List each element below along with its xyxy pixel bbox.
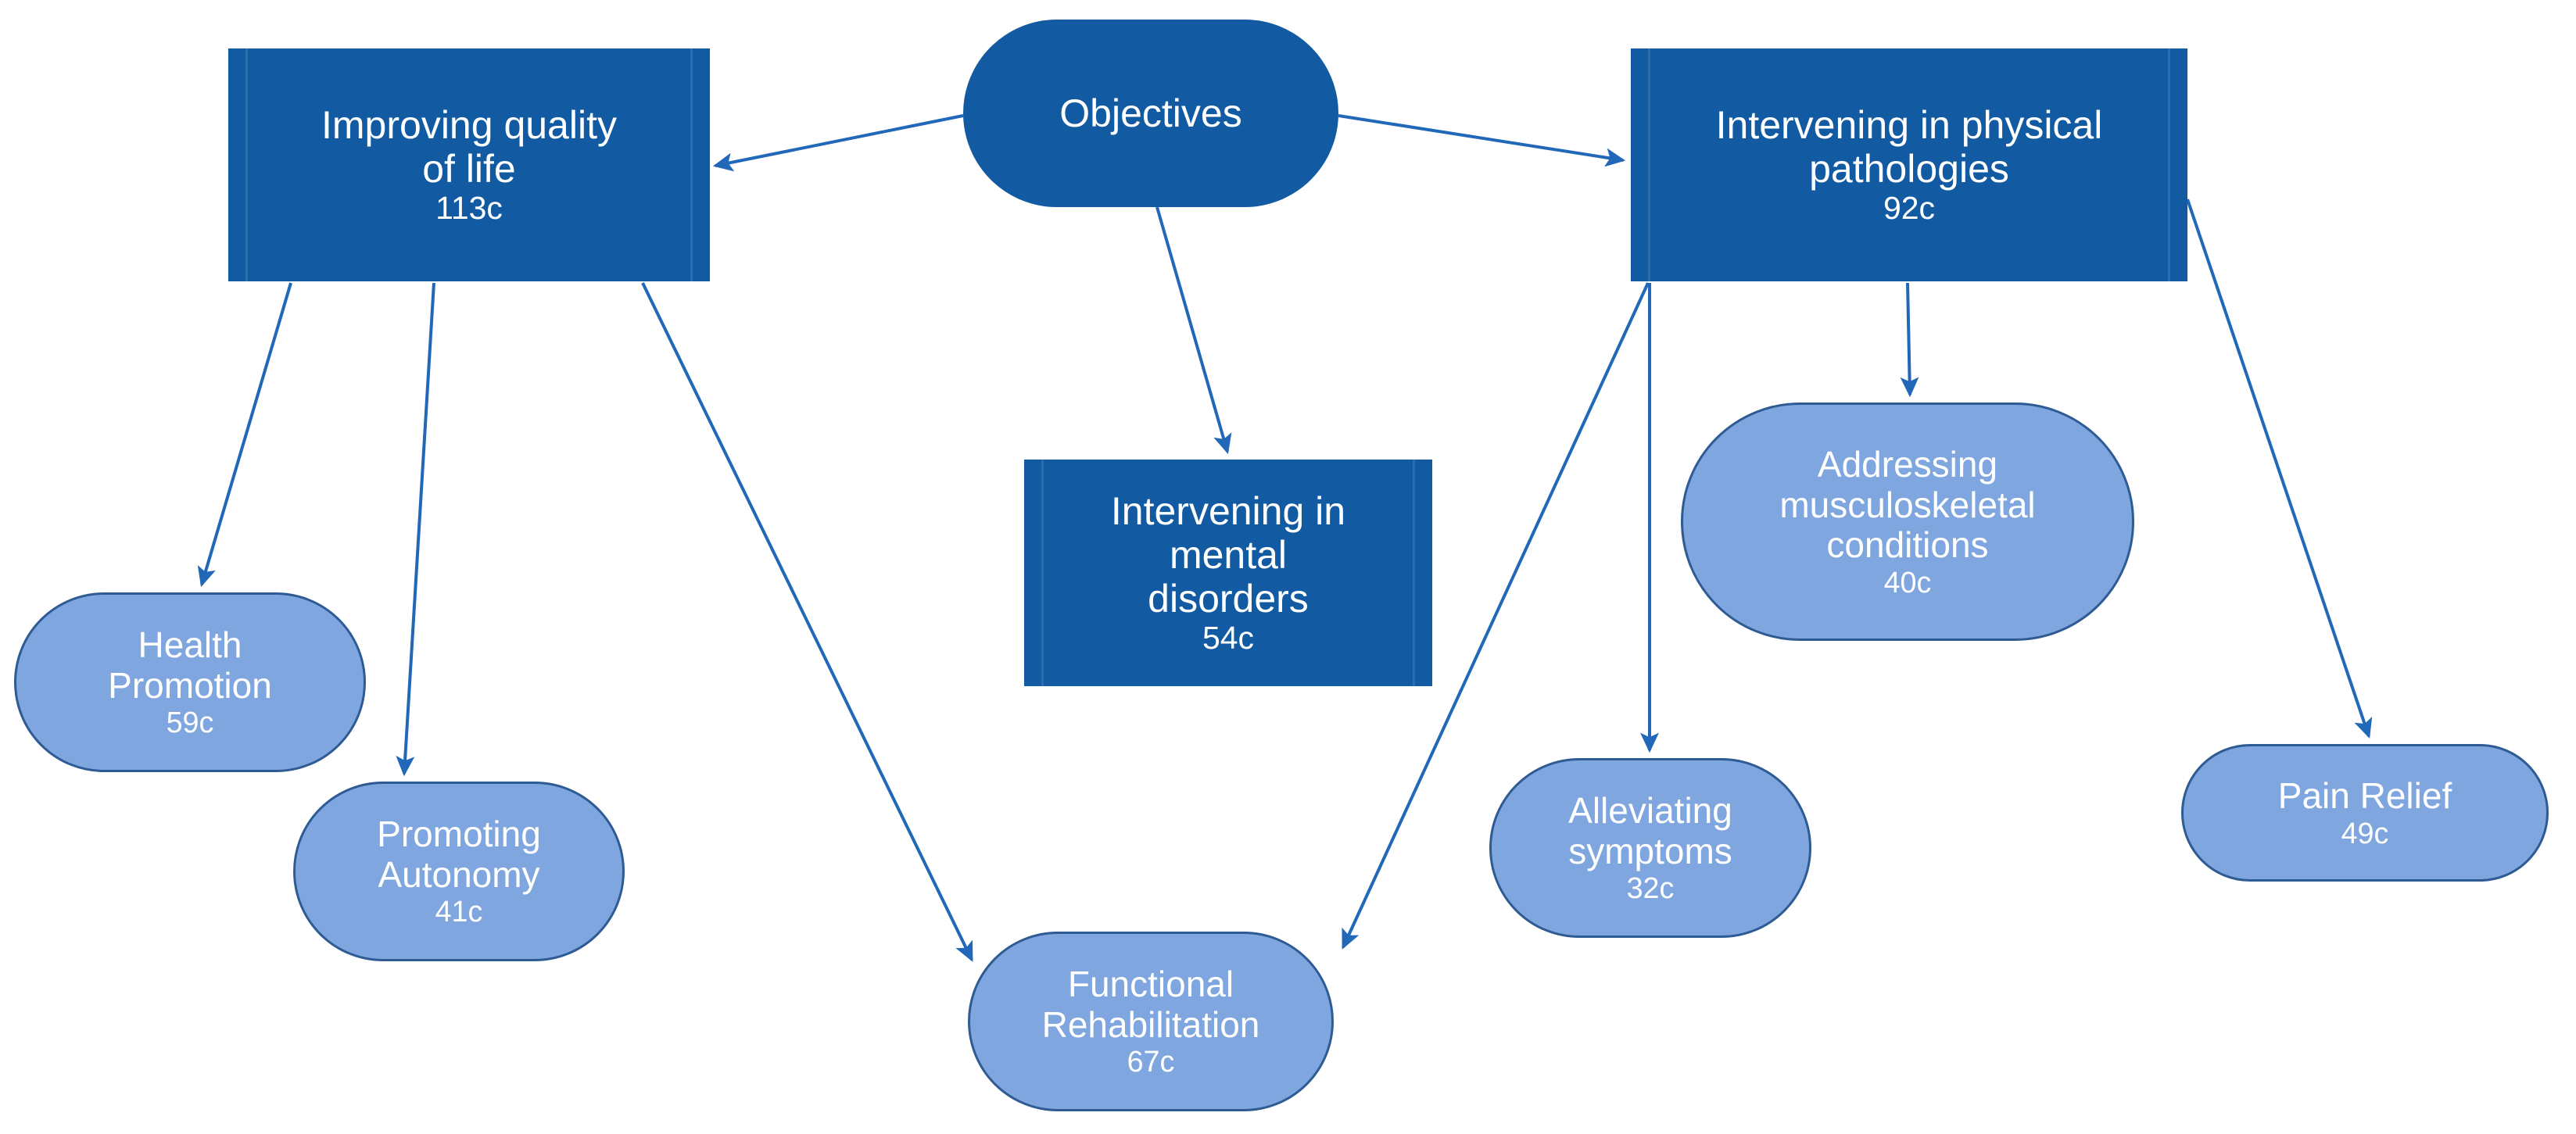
node-count-functional-rehabilitation: 67c — [1127, 1045, 1175, 1079]
node-count-alleviating-symptoms: 32c — [1626, 871, 1675, 905]
node-count-mental-disorders: 54c — [1202, 620, 1255, 656]
node-label-health-promotion: Health Promotion — [108, 624, 272, 706]
node-label-objectives: Objectives — [1059, 91, 1242, 135]
node-count-musculoskeletal-conditions: 40c — [1883, 565, 1932, 599]
node-label-promoting-autonomy: Promoting Autonomy — [377, 814, 541, 895]
edge-objectives-to-mental-disorders — [1155, 206, 1232, 455]
edge-objectives-to-physical-pathologies — [1338, 114, 1626, 167]
node-label-quality-of-life: Improving quality of life — [321, 103, 617, 191]
node-count-health-promotion: 59c — [166, 706, 214, 739]
edge-quality-of-life-to-promoting-autonomy — [396, 282, 435, 777]
edge-objectives-to-quality-of-life — [712, 114, 964, 172]
node-label-mental-disorders: Intervening in mental disorders — [1110, 489, 1346, 621]
node-count-pain-relief: 49c — [2341, 816, 2389, 850]
edge-physical-pathologies-to-musculoskeletal-conditions — [1900, 282, 1919, 398]
node-count-promoting-autonomy: 41c — [435, 895, 483, 928]
edge-physical-pathologies-to-pain-relief — [2186, 199, 2373, 739]
node-count-physical-pathologies: 92c — [1883, 190, 1936, 227]
node-label-physical-pathologies: Intervening in physical pathologies — [1715, 103, 2103, 191]
node-label-pain-relief: Pain Relief — [2277, 775, 2452, 817]
node-label-functional-rehabilitation: Functional Rehabilitation — [1041, 964, 1260, 1045]
node-objectives[interactable]: Objectives — [963, 20, 1338, 207]
edge-quality-of-life-to-functional-rehabilitation — [641, 282, 973, 962]
node-label-musculoskeletal-conditions: Addressing musculoskeletal conditions — [1779, 444, 2036, 566]
node-label-alleviating-symptoms: Alleviating symptoms — [1568, 790, 1732, 871]
edge-quality-of-life-to-health-promotion — [197, 282, 292, 588]
node-count-quality-of-life: 113c — [435, 190, 503, 227]
